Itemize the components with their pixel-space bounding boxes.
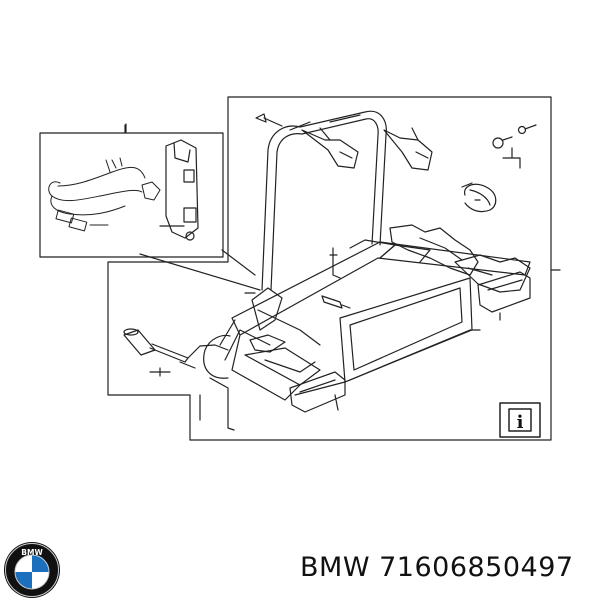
tail-light-left (289, 371, 346, 413)
bmw-logo-letters: BMW (21, 548, 43, 557)
lower-arm-part (249, 287, 321, 373)
wheel-clamp-left (301, 127, 359, 169)
bmw-logo: BMW (4, 542, 60, 598)
wiring-harness-part (48, 157, 161, 232)
wiring-kit-box (39, 132, 224, 258)
brand-label: BMW (300, 552, 371, 583)
wheel-tray-right (389, 224, 531, 293)
number-plate-holder (294, 277, 481, 396)
bolt-part (255, 113, 283, 127)
part-number: 71606850497 (379, 552, 574, 583)
locking-pin-part (321, 295, 351, 309)
wheel-clamp-right (383, 127, 433, 171)
part-number-label: BMW 71606850497 (300, 552, 595, 583)
tow-bar-tube-part (123, 328, 229, 369)
upright-arch-part (261, 110, 387, 291)
main-frame-outline (107, 96, 552, 441)
strap-clip-part (461, 182, 497, 213)
hex-key-part-2 (209, 377, 235, 431)
socket-bracket-part (159, 139, 199, 241)
hex-key-part (332, 247, 341, 279)
base-frame-part (203, 239, 531, 401)
key-part (492, 124, 537, 169)
info-box (499, 402, 541, 438)
tail-light-right (477, 271, 531, 313)
info-box-symbol: i (517, 412, 524, 433)
